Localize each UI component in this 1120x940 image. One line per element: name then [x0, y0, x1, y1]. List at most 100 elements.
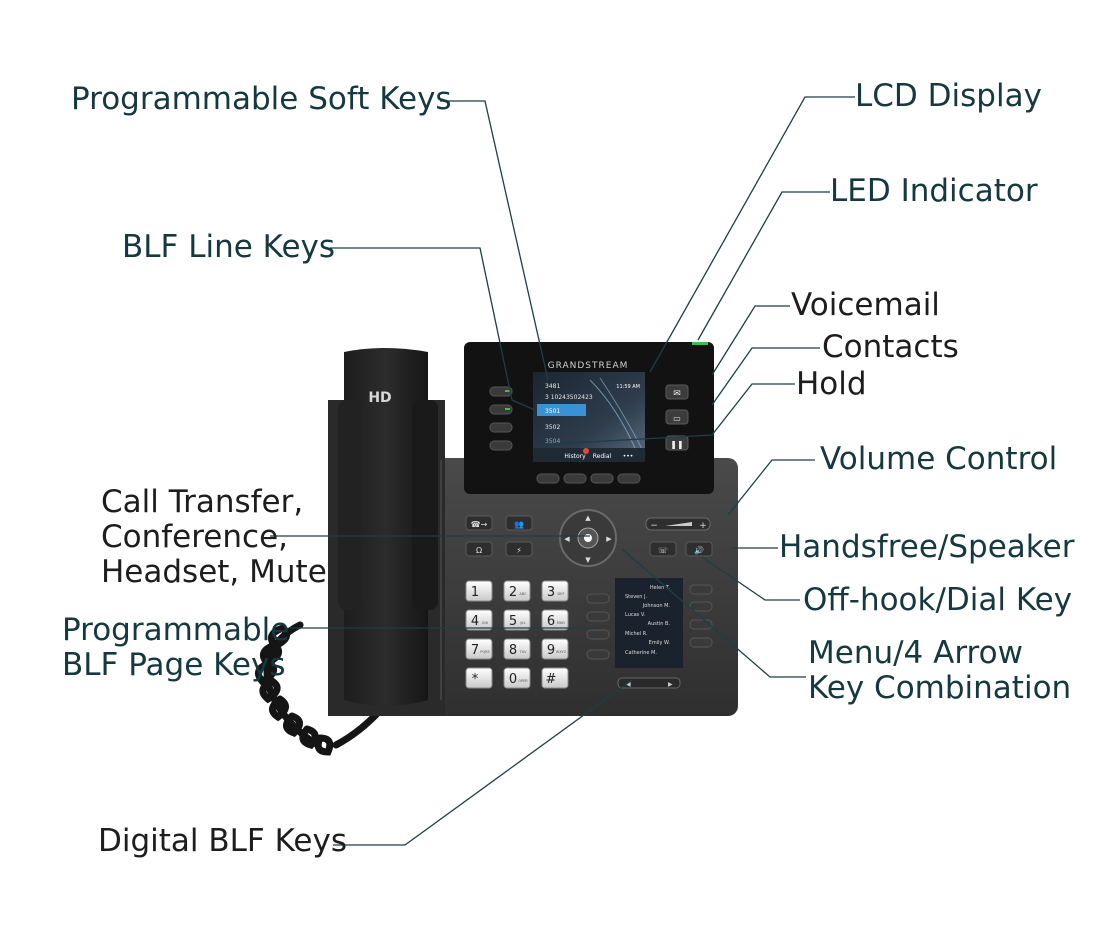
keypad-key-5[interactable] [503, 609, 531, 631]
keypad-letters: WXYZ [556, 650, 567, 654]
lcd-softkey-more: ••• [623, 453, 634, 460]
speaker-icon: 🔊 [694, 545, 704, 555]
handset-hd-mark: HD [368, 390, 391, 406]
keypad-key-6[interactable] [541, 609, 569, 631]
mute-button[interactable] [505, 541, 533, 557]
volume-control[interactable] [645, 517, 711, 531]
label-handsfree-speaker: Handsfree/Speaker [779, 529, 1075, 565]
keypad-digit: 7 [471, 643, 479, 658]
blf-line-key-3[interactable] [489, 422, 513, 433]
book-icon: ▭ [673, 414, 681, 423]
label-programmable-soft-keys: Programmable Soft Keys [71, 81, 452, 117]
keypad-key-4[interactable] [465, 609, 493, 631]
blf-page-key-6[interactable] [689, 601, 713, 612]
svg-text:−: − [650, 521, 658, 531]
keypad-digit: 9 [547, 643, 555, 658]
soft-key-4[interactable] [617, 473, 641, 484]
contacts-button[interactable] [665, 409, 689, 425]
keypad-key-7[interactable] [465, 638, 493, 660]
keypad-letters: JKL [519, 621, 525, 625]
blf-screen-module: Helen T. Steven J. Johnson M. Lucas V. A… [586, 578, 713, 689]
blf-page-key-5[interactable] [689, 584, 713, 595]
lcd-line-4: 3502 [545, 424, 560, 431]
keypad-key-1[interactable] [465, 580, 493, 602]
keypad-digit: # [546, 672, 557, 687]
label-lcd-display: LCD Display [855, 78, 1042, 114]
label-led-indicator: LED Indicator [830, 173, 1038, 209]
label-volume-control: Volume Control [820, 441, 1058, 477]
keypad-digit: 6 [547, 614, 555, 629]
voicemail-button[interactable] [665, 384, 689, 400]
lcd-module: GRANDSTREAM 11:59 AM 3481 3 10243502423 … [464, 342, 714, 494]
lcd-line-2: 3 10243502423 [545, 394, 593, 401]
keypad-letters: OPER [518, 679, 528, 683]
label-contacts: Contacts [822, 329, 959, 365]
label-menu-line-2: Key Combination [808, 670, 1072, 706]
keypad-letters: ABC [519, 592, 527, 596]
blf-page-key-8[interactable] [689, 637, 713, 648]
arrow-right-icon: ▶ [606, 535, 612, 543]
soft-key-3[interactable] [590, 473, 614, 484]
lcd-softkey-redial: Redial [593, 453, 612, 460]
label-call-transfer-line-2: Conference, [101, 519, 288, 555]
mute-icon: ⚡ [516, 546, 522, 555]
conference-button[interactable] [505, 515, 533, 531]
phone-handset-icon: ☏ [658, 546, 668, 555]
keypad-key-star[interactable] [465, 667, 493, 689]
label-blf-page-keys-line-2: BLF Page Keys [62, 647, 286, 683]
transfer-icon: ☎→ [471, 520, 488, 529]
speaker-button[interactable] [685, 541, 713, 557]
soft-key-2[interactable] [563, 473, 587, 484]
off-hook-button[interactable] [649, 541, 677, 557]
headset-icon: Ω [476, 546, 482, 555]
blf-contact-2: Steven J. [625, 594, 647, 600]
label-menu-line-1: Menu/4 Arrow [808, 635, 1023, 671]
pause-icon: ❚❚ [670, 440, 683, 449]
svg-text:◀: ◀ [626, 681, 631, 688]
blf-page-key-2[interactable] [586, 611, 610, 622]
label-blf-line-keys: BLF Line Keys [122, 229, 336, 265]
keypad-digit: 0 [509, 672, 517, 687]
label-menu-arrow-keys: Menu/4 Arrow Key Combination [808, 636, 1078, 706]
blf-contact-3: Johnson M. [642, 603, 671, 609]
blf-page-key-3[interactable] [586, 629, 610, 640]
blf-contact-1: Helen T. [650, 585, 671, 591]
keypad-key-9[interactable] [541, 638, 569, 660]
keypad-key-8[interactable] [503, 638, 531, 660]
keypad-digit: 2 [509, 585, 517, 600]
blf-contact-7: Emily W. [649, 640, 671, 646]
conference-icon: 👥 [514, 520, 524, 529]
blf-line-key-2[interactable] [489, 404, 513, 415]
headset-button[interactable] [465, 541, 493, 557]
blf-contact-5: Austin B. [648, 621, 671, 627]
lcd-status-time: 11:59 AM [616, 384, 640, 390]
soft-key-1[interactable] [536, 473, 560, 484]
label-hold: Hold [796, 366, 867, 402]
blf-line-key-4[interactable] [489, 440, 513, 451]
keypad-key-0[interactable] [503, 667, 531, 689]
blf-contact-6: Michel R. [625, 631, 648, 637]
keypad-key-hash[interactable] [541, 667, 569, 689]
blf-page-key-4[interactable] [586, 649, 610, 660]
keypad-key-3[interactable] [541, 580, 569, 602]
keypad-letters: MNO [557, 621, 566, 625]
keypad-digit: 4 [471, 614, 479, 629]
blf-page-key-1[interactable] [586, 593, 610, 604]
digital-blf-key-bar[interactable] [617, 677, 681, 689]
transfer-button[interactable] [465, 515, 493, 531]
keypad-digit: 3 [547, 585, 555, 600]
blf-line-key-1[interactable] [489, 386, 513, 397]
label-digital-blf-keys: Digital BLF Keys [98, 823, 347, 859]
hold-button[interactable] [665, 435, 689, 451]
label-offhook-dial-key: Off-hook/Dial Key [803, 582, 1073, 618]
keypad-key-2[interactable] [503, 580, 531, 602]
keypad-digit: 1 [471, 585, 479, 600]
brand-logo: GRANDSTREAM [548, 361, 629, 371]
mail-icon: ✉ [673, 389, 681, 399]
label-voicemail: Voicemail [791, 287, 940, 323]
arrow-left-icon: ◀ [564, 535, 570, 543]
nav-cluster: ▲ ▼ ◀ ▶ [559, 509, 617, 567]
lcd-softkey-history: History [564, 453, 586, 460]
leader-lines [270, 96, 855, 846]
